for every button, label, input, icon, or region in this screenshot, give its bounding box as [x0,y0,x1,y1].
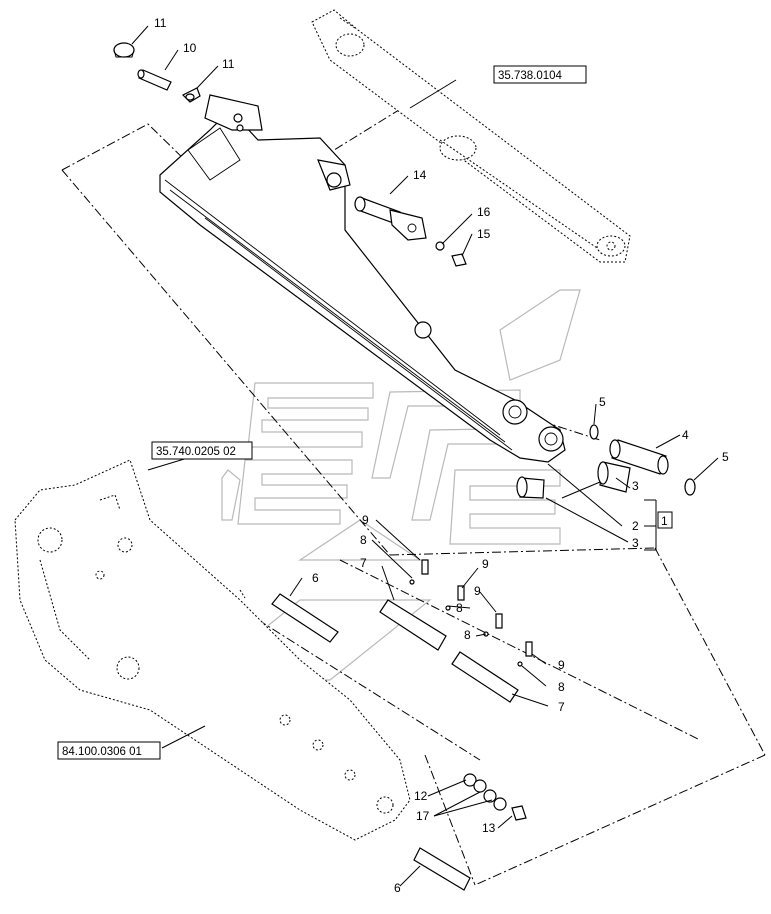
part-13-bolt [511,805,527,821]
ref-box-boom-bottom: 84.100.0306 01 [57,741,161,760]
callout-8d: 8 [558,680,565,694]
part-5-ring-right [684,478,696,496]
ref-box-boom-top: 35.740.0205 02 [151,441,253,460]
part-3-bushing-upper [516,476,545,499]
callout-2: 2 [632,519,639,533]
callout-17: 17 [416,809,430,823]
part-9-bolt-d [525,641,533,657]
callout-13: 13 [482,821,496,835]
boom-phantom [14,459,411,841]
callout-1-box: 1 [657,511,673,529]
callout-11a: 11 [154,16,167,30]
callout-1: 1 [661,514,668,528]
callout-8a: 8 [360,533,367,547]
part-12-17-washer-stack [463,773,507,811]
part-15-bolt [451,253,467,267]
part-7-plate-upper [379,599,447,651]
part-5-ring-left [589,424,599,440]
callout-5a: 5 [599,395,606,409]
part-11-cap [113,42,135,58]
ref-cylinder-label: 35.738.0104 [498,70,563,82]
hydraulic-cylinder-phantom [311,9,631,263]
callout-11b: 11 [222,57,235,71]
part-4-pin [609,439,669,475]
callout-3a: 3 [632,479,639,493]
part-6-wear-strip-lower [413,847,471,891]
callout-14: 14 [413,168,427,182]
callout-6b: 6 [394,881,401,895]
part-9-bolt-c [495,613,503,629]
ref-box-cylinder: 35.738.0104 [493,65,587,84]
callout-labels: 11 10 11 14 16 15 5 4 5 3 2 3 9 8 7 9 9 … [154,16,729,895]
part-10-pin [137,69,172,91]
callout-3b: 3 [632,536,639,550]
ref-boom-top-label: 35.740.0205 02 [156,446,236,458]
part-8-washers [409,579,523,667]
callout-9c: 9 [474,584,481,598]
part-9-bolt-b [457,585,465,601]
part-14-pin [354,196,427,241]
callout-12: 12 [414,789,428,803]
leader-lines [131,25,719,887]
callout-10: 10 [183,41,197,55]
part-7-plate-lower [451,651,519,703]
part-3-bushing-lower [597,461,631,493]
callout-16: 16 [477,205,491,219]
dipper-arm [159,94,566,463]
callout-15: 15 [477,227,491,241]
part-6-wear-strip-upper [271,593,339,643]
callout-5b: 5 [722,450,729,464]
callout-7a: 7 [360,556,367,570]
callout-6a: 6 [312,571,319,585]
part-11-lube-fitting [181,87,201,103]
callout-9a: 9 [362,513,369,527]
callout-8c: 8 [464,628,471,642]
part-9-bolt-a [421,559,429,575]
callout-8b: 8 [456,601,463,615]
callout-9b: 9 [482,557,489,571]
callout-7b: 7 [558,700,565,714]
ref-boom-bottom-label: 84.100.0306 01 [62,746,142,758]
callout-4: 4 [682,428,689,442]
callout-9d: 9 [558,658,565,672]
